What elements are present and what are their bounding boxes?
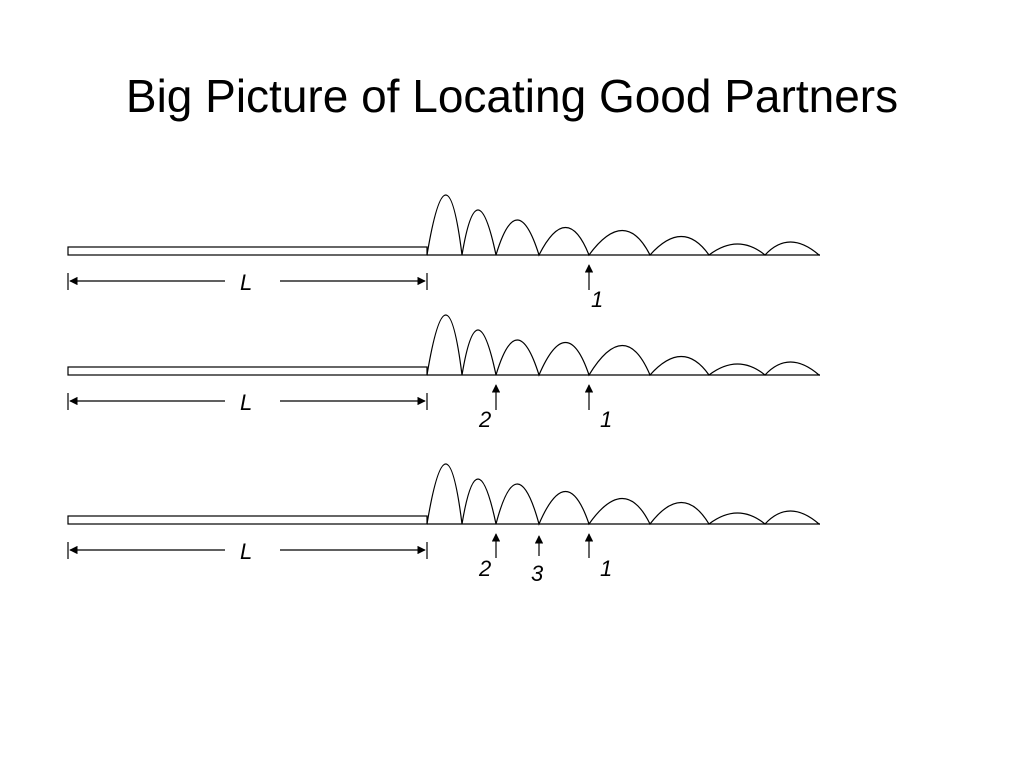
- peak-profile: [426, 463, 820, 526]
- sequence-bar: [67, 366, 428, 376]
- marker-1: 1: [584, 533, 612, 581]
- length-label: L: [240, 270, 252, 295]
- row-3: L 2 3 1: [67, 463, 820, 586]
- row-2: L 2 1: [67, 314, 820, 432]
- marker-label: 1: [591, 287, 603, 312]
- marker-label: 1: [600, 407, 612, 432]
- sequence-bar: [67, 515, 428, 525]
- marker-2: 2: [478, 384, 501, 432]
- sequence-bar: [67, 246, 428, 256]
- marker-1: 1: [584, 384, 612, 432]
- peak-profile: [426, 194, 820, 257]
- slide-title: Big Picture of Locating Good Partners: [125, 70, 899, 122]
- row-1: L 1: [67, 194, 820, 312]
- length-dimension: L: [67, 390, 428, 415]
- marker-2: 2: [478, 533, 501, 581]
- marker-label: 2: [478, 407, 491, 432]
- marker-3: 3: [531, 535, 544, 586]
- marker-1: 1: [584, 264, 603, 312]
- length-label: L: [240, 390, 252, 415]
- marker-label: 1: [600, 556, 612, 581]
- length-dimension: L: [67, 270, 428, 295]
- length-label: L: [240, 539, 252, 564]
- marker-label: 3: [531, 561, 544, 586]
- length-dimension: L: [67, 539, 428, 564]
- peak-profile: [426, 314, 820, 377]
- marker-label: 2: [478, 556, 491, 581]
